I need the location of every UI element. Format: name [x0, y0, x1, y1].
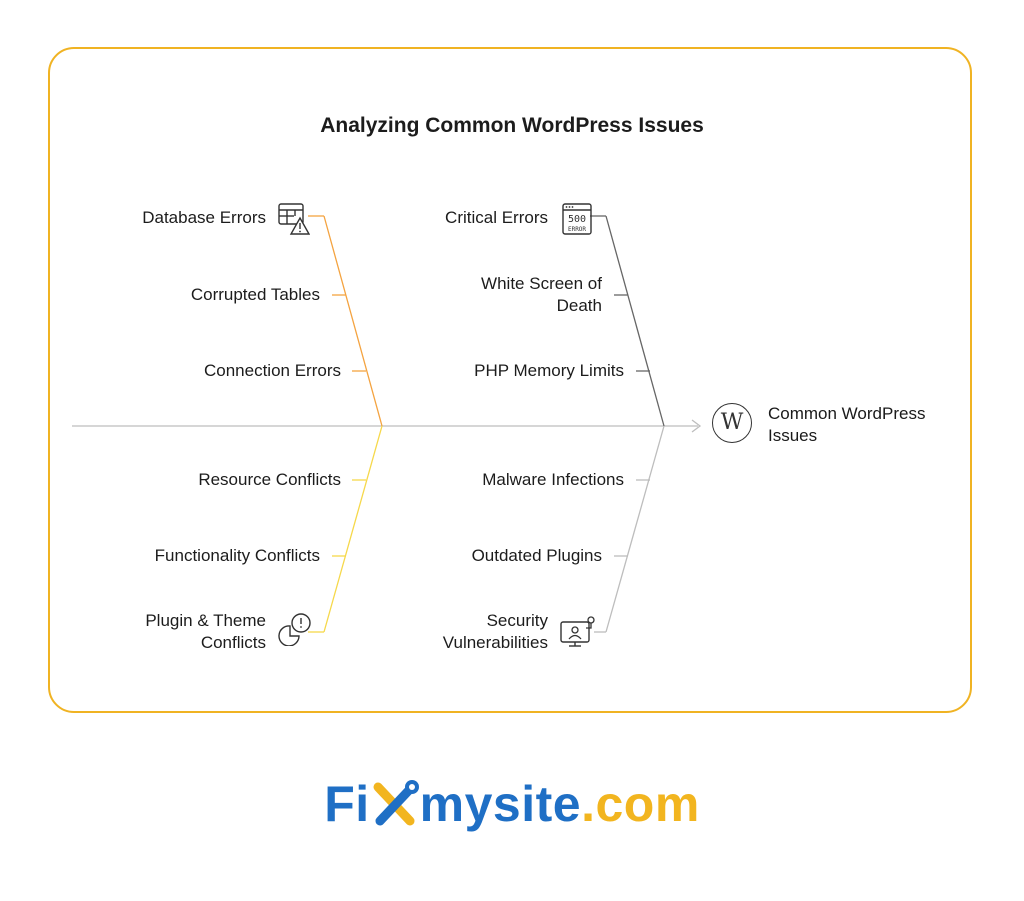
cause-label: Connection Errors [203, 361, 341, 380]
wrench-screwdriver-logo-icon [373, 780, 419, 826]
cause-label: PHP Memory Limits [474, 361, 624, 380]
bone-plugin-theme-conflicts [308, 425, 383, 633]
cause-label: Functionality Conflicts [154, 546, 320, 565]
cause-label: Malware Infections [482, 470, 624, 489]
plugin-conflict-icon [278, 613, 311, 646]
wordpress-icon: W [712, 403, 752, 443]
cause-label: Outdated Plugins [471, 546, 602, 565]
diagram-card [48, 47, 972, 713]
cause-label: Corrupted Tables [190, 285, 320, 304]
spine-arrowhead [691, 419, 702, 433]
diagram-title: Analyzing Common WordPress Issues [320, 114, 704, 137]
category-label-critical-errors: Critical Errors [445, 208, 548, 227]
fixmysite-logo: Fi mysite.com [324, 776, 700, 832]
database-warning-icon [278, 203, 310, 235]
500-error-icon: 500 ERROR [562, 203, 592, 235]
bone-security-vulnerabilities [594, 425, 665, 633]
bone-database-errors [308, 215, 383, 427]
cause-label: Resource Conflicts [198, 470, 341, 489]
security-monitor-icon [560, 616, 595, 647]
category-label-plugin-theme-conflicts: Plugin & Theme Conflicts [145, 611, 266, 652]
error-word-text: ERROR [568, 226, 586, 233]
category-label-database-errors: Database Errors [142, 208, 266, 227]
effect-label: Common WordPress Issues [768, 404, 926, 445]
error-code-text: 500 [568, 214, 586, 225]
bone-critical-errors [590, 215, 665, 427]
category-label-security-vulnerabilities: Security Vulnerabilities [442, 611, 548, 652]
cause-label: White Screen of Death [481, 274, 602, 315]
